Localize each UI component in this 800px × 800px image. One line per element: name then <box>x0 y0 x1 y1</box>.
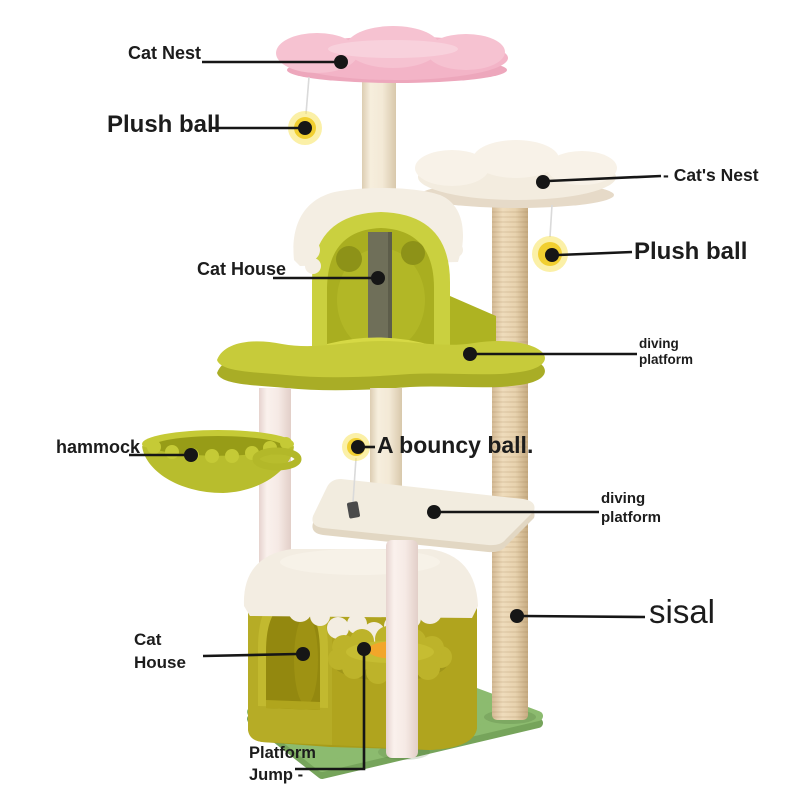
leader-cat-house-lower <box>202 647 310 661</box>
leader-sisal <box>510 609 646 623</box>
lower-post-center <box>386 540 418 758</box>
mid-post-center <box>370 388 402 486</box>
leader-cats-nest-right <box>536 174 662 189</box>
leader-plush-ball-left <box>211 121 312 135</box>
upper-diving-platform <box>217 341 545 391</box>
leader-diving-platform-middle <box>427 505 599 519</box>
cats-nest-white-flower <box>415 140 617 208</box>
upper-cat-house <box>293 187 496 354</box>
label-diving-platform-upper: diving platform <box>639 336 693 367</box>
label-diving-platform-middle: diving platform <box>601 490 661 526</box>
label-platform-jump: Platform Jump - <box>249 744 316 784</box>
leader-hammock <box>129 448 198 462</box>
leader-cat-house-upper <box>273 271 385 285</box>
leader-cat-nest-top <box>202 55 348 69</box>
label-cat-nest-top: Cat Nest <box>128 43 202 63</box>
hammock-basket <box>142 430 302 493</box>
label-cat-house-upper: Cat House <box>197 259 287 279</box>
plush-ball-string-right <box>549 204 553 238</box>
label-cat-house-lower: Cat House <box>134 630 186 672</box>
label-sisal: sisal <box>649 593 716 630</box>
leader-plush-ball-right <box>545 248 633 262</box>
plush-ball-string-left <box>305 76 310 115</box>
leader-bouncy-ball <box>351 440 375 454</box>
leader-platform-jump <box>295 642 371 771</box>
label-bouncy-ball: A bouncy ball. <box>377 432 534 458</box>
top-post <box>362 72 396 212</box>
cat-nest-pink-flower <box>276 26 508 83</box>
sisal-post <box>492 198 528 720</box>
middle-diving-platform <box>312 479 535 553</box>
label-plush-ball-left: Plush ball <box>107 111 221 138</box>
bouncy-ball-string <box>352 457 357 503</box>
toy-on-platform <box>347 501 360 519</box>
label-cats-nest-right: - Cat's Nest <box>663 165 759 185</box>
label-hammock: hammock <box>56 437 141 457</box>
leader-diving-platform-upper <box>463 347 637 361</box>
label-plush-ball-right: Plush ball <box>634 238 748 265</box>
